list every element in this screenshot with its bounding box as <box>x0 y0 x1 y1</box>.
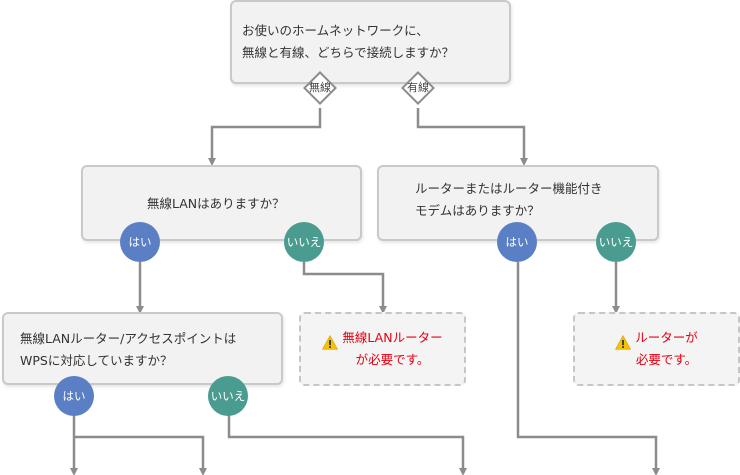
answer-no-q2: いいえ <box>284 222 324 262</box>
question-wps: 無線LANルーター/アクセスポイントは WPSに対応していますか？ <box>2 312 283 385</box>
answer-yes-q4: はい <box>54 376 94 416</box>
answer-yes-q3: はい <box>497 222 537 262</box>
branch-wireless: 無線 <box>301 69 339 107</box>
warning-icon <box>322 334 339 350</box>
connector-q3-yes-down <box>516 262 660 475</box>
connector-q4-no-down <box>227 414 467 475</box>
connector-q4-yes-branch <box>74 435 207 475</box>
answer-no-q3: いいえ <box>596 222 636 262</box>
branch-wired: 有線 <box>399 69 437 107</box>
question-router-text: ルーターまたはルーター機能付き モデムはありますか？ <box>415 181 603 218</box>
question-wps-text: 無線LANルーター/アクセスポイントは WPSに対応していますか？ <box>20 331 237 368</box>
branch-wired-label: 有線 <box>407 81 429 94</box>
connector-wireless-to-q2 <box>208 108 322 166</box>
branch-wireless-label: 無線 <box>309 81 331 94</box>
result-need-router: ルーターが 必要です。 <box>573 312 740 386</box>
connector-wired-to-q3 <box>416 108 528 166</box>
result-need-wireless-router: 無線LANルーター が必要です。 <box>299 312 466 386</box>
answer-yes-q2: はい <box>120 222 160 262</box>
warning-icon <box>615 334 632 350</box>
result-need-router-text: ルーターが 必要です。 <box>635 330 698 367</box>
result-need-wireless-router-text: 無線LANルーター が必要です。 <box>342 330 443 367</box>
question-network-type: お使いのホームネットワークに、 無線と有線、どちらで接続しますか？ <box>230 0 511 84</box>
answer-no-q4: いいえ <box>208 376 248 416</box>
connector-q2-no-to-result <box>302 262 387 314</box>
question-wireless-lan-text: 無線LANはありますか？ <box>147 196 285 211</box>
question-network-type-text: お使いのホームネットワークに、 無線と有線、どちらで接続しますか？ <box>242 23 455 60</box>
